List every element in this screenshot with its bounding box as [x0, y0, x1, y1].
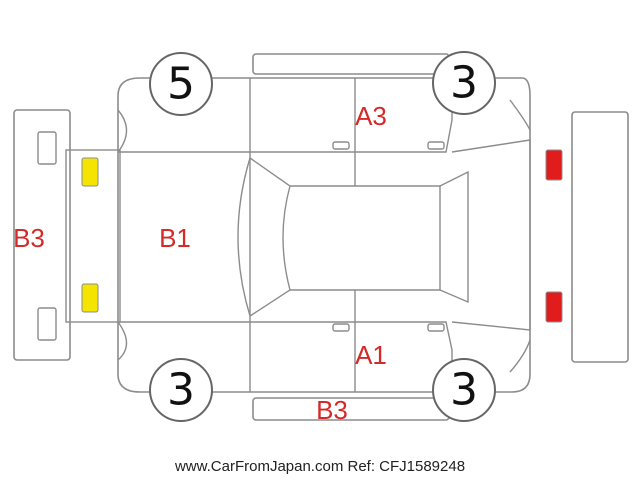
- front-headlight-bottom: [81, 283, 99, 313]
- wheel-rear-bottom-grade: 3: [450, 365, 478, 416]
- rear-bumper: [571, 111, 629, 363]
- bottom-side-skirt: [252, 397, 450, 421]
- front-bumper: [13, 109, 71, 361]
- top-side-skirt: [252, 53, 450, 75]
- wheel-front-bottom-grade: 3: [167, 365, 195, 416]
- front-headlight-top: [81, 157, 99, 187]
- wheel-front-top: 5: [149, 52, 213, 116]
- wheel-rear-bottom: 3: [432, 358, 496, 422]
- wheel-rear-top-grade: 3: [450, 58, 478, 109]
- zone-label-a3: A3: [355, 101, 387, 131]
- wheel-rear-top: 3: [432, 51, 496, 115]
- wheel-front-bottom: 3: [149, 358, 213, 422]
- watermark-text: www.CarFromJapan.com Ref: CFJ1589248: [174, 458, 466, 475]
- car-body: [65, 77, 531, 393]
- zone-label-a1: A1: [355, 340, 387, 370]
- zone-label-b3-bottom: B3: [316, 395, 348, 425]
- rear-taillight-top: [545, 149, 563, 181]
- zone-label-b1: B1: [159, 223, 191, 253]
- wheel-front-top-grade: 5: [167, 59, 195, 110]
- zone-label-b3-front: B3: [13, 223, 45, 253]
- rear-taillight-bottom: [545, 291, 563, 323]
